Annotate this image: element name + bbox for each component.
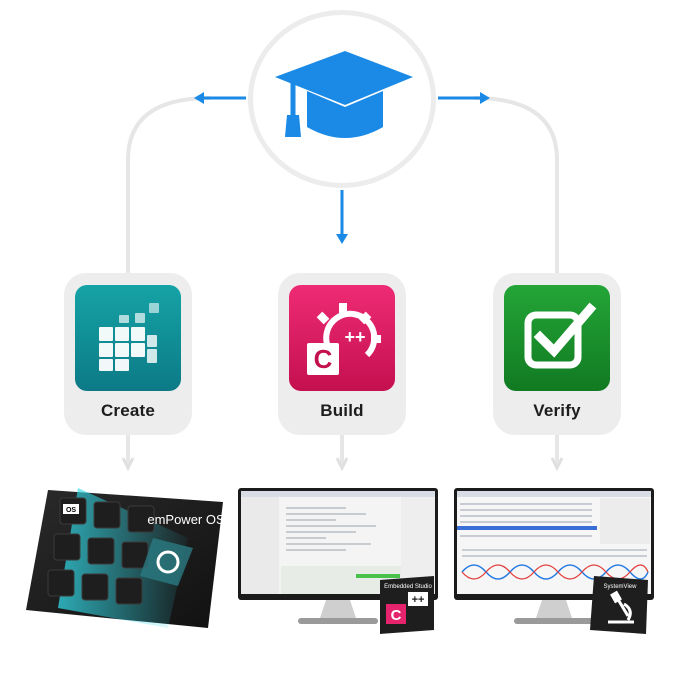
cpp-gear-icon: ++ C	[307, 303, 381, 375]
step-label: Create	[100, 401, 156, 420]
hub-circle	[248, 10, 436, 188]
checkbox-icon	[524, 302, 597, 369]
svg-text:++: ++	[344, 327, 365, 347]
embedded-studio-name: Embedded Studio	[384, 584, 432, 590]
svg-text:C: C	[391, 607, 402, 624]
step-label: Verify	[533, 401, 581, 420]
step-card-create[interactable]: Create	[64, 273, 192, 435]
step-card-verify[interactable]: Verify	[493, 273, 621, 435]
step-card-build[interactable]: ++ C Build	[278, 273, 406, 435]
os-tile-label: OS	[66, 507, 76, 514]
svg-text:C: C	[314, 344, 333, 374]
svg-text:++: ++	[412, 594, 425, 606]
systemview-badge: SystemView	[588, 574, 652, 636]
monitor-embedded-studio	[238, 488, 438, 624]
cubes-icon	[99, 303, 159, 371]
graduation-cap-icon	[275, 51, 413, 138]
embedded-studio-product: Embedded Studio C ++	[236, 486, 440, 634]
connector-left	[126, 96, 211, 275]
connector-right	[473, 96, 559, 275]
cubes-tile	[75, 285, 181, 391]
cpp-gear-tile: ++ C	[289, 285, 395, 391]
step-label: Build	[320, 401, 364, 420]
empower-os-illustration: OS emPower OS	[26, 488, 225, 628]
monitor-systemview	[454, 488, 654, 624]
systemview-name: SystemView	[604, 584, 638, 590]
empower-os-product: OS emPower OS	[18, 478, 233, 638]
empower-os-title: emPower OS	[147, 512, 225, 527]
systemview-product: SystemView	[452, 486, 662, 636]
embedded-studio-badge: Embedded Studio C ++	[376, 574, 438, 636]
checkbox-tile	[504, 285, 610, 391]
